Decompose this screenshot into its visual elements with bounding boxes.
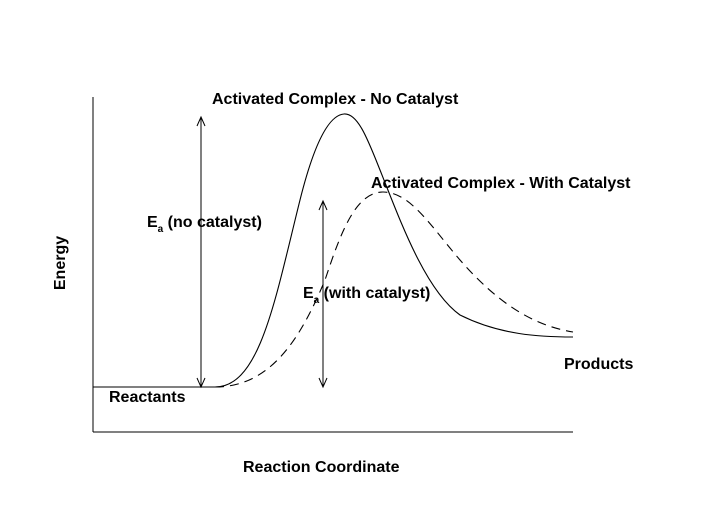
reactants-label: Reactants [109, 389, 186, 406]
y-axis-label: Energy [52, 236, 69, 290]
ea-with-catalyst-symbol: E [303, 285, 314, 302]
ea-no-catalyst-text: (no catalyst) [163, 214, 262, 231]
ea-no-catalyst-symbol: E [147, 214, 158, 231]
ea-with-catalyst-subscript: a [314, 295, 320, 306]
ea-no-catalyst-arrow [196, 115, 206, 389]
products-label: Products [564, 356, 633, 373]
peak-with-catalyst-label: Activated Complex - With Catalyst [371, 175, 631, 192]
ea-with-catalyst-label: Ea (with catalyst) [303, 285, 430, 306]
x-axis-label: Reaction Coordinate [243, 459, 400, 476]
curve-with-catalyst [214, 191, 574, 388]
ea-with-catalyst-text: (with catalyst) [319, 285, 430, 302]
ea-with-catalyst-arrow [318, 199, 328, 389]
ea-no-catalyst-subscript: a [158, 224, 164, 235]
peak-no-catalyst-label: Activated Complex - No Catalyst [212, 91, 459, 108]
ea-no-catalyst-label: Ea (no catalyst) [147, 214, 262, 235]
curve-no-catalyst [214, 113, 574, 388]
